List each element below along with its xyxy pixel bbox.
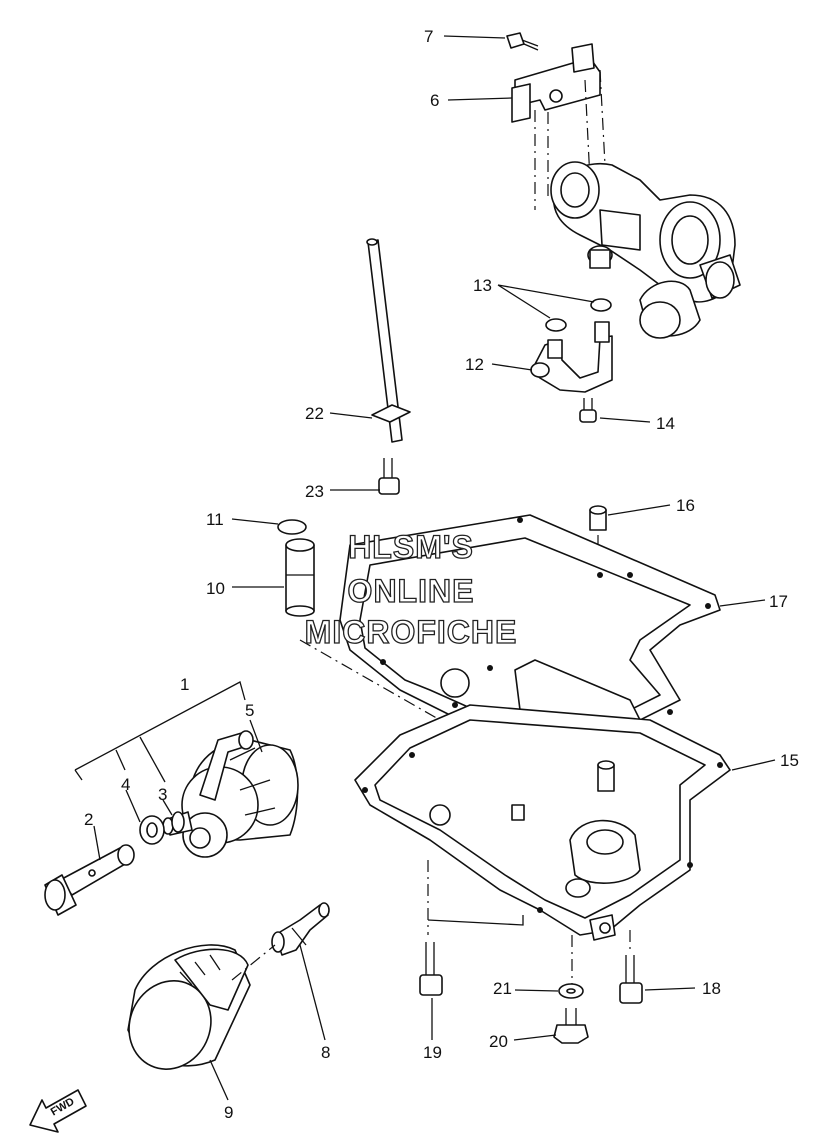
bolt-23 (378, 458, 400, 495)
callout-22: 22 (305, 404, 324, 423)
watermark-line-1: HLSM'S (348, 529, 474, 565)
o-ring-11 (277, 519, 307, 535)
oil-cooler (162, 730, 299, 858)
o-ring-3 (171, 811, 185, 833)
callout-9: 9 (224, 1103, 233, 1122)
watermark: HLSM'S ONLINE MICROFICHE (304, 528, 518, 650)
callout-6: 6 (430, 91, 439, 110)
callout-19: 19 (423, 1043, 442, 1062)
forward-direction-arrow: FWD (29, 1089, 87, 1133)
lock-washer (139, 815, 165, 845)
callout-15: 15 (780, 751, 799, 770)
watermark-line-2: ONLINE (348, 573, 475, 609)
bolt-19 (419, 942, 443, 996)
relief-valve (285, 538, 315, 617)
callout-16: 16 (676, 496, 695, 515)
leader-lines (93, 35, 776, 1101)
callout-18: 18 (702, 979, 721, 998)
oil-pipe (530, 321, 613, 393)
union-bolt (44, 844, 135, 916)
callout-8: 8 (321, 1043, 330, 1062)
callout-17: 17 (769, 592, 788, 611)
callout-11: 11 (206, 510, 224, 529)
callout-7: 7 (424, 27, 433, 46)
watermark-line-3: MICROFICHE (305, 614, 518, 650)
callout-12: 12 (465, 355, 484, 374)
callout-21: 21 (493, 979, 512, 998)
oil-pump-assembly (506, 32, 741, 339)
callout-23: 23 (305, 482, 324, 501)
callout-1: 1 (180, 675, 189, 694)
bolt-18 (619, 955, 643, 1004)
callout-labels: 7 6 13 12 14 22 23 11 10 16 17 15 18 19 … (84, 27, 799, 1122)
bolt-14 (579, 398, 597, 423)
oil-filter-fitting (271, 902, 330, 956)
drain-plug (553, 1008, 589, 1044)
oil-filter (127, 944, 251, 1070)
oil-pan-gasket (339, 514, 721, 771)
o-rings (545, 298, 612, 332)
callout-10: 10 (206, 579, 225, 598)
callout-20: 20 (489, 1032, 508, 1051)
dowel-pin (589, 505, 607, 531)
callout-14: 14 (656, 414, 675, 433)
callout-2: 2 (84, 810, 93, 829)
callout-4: 4 (121, 775, 130, 794)
oil-pan (354, 704, 731, 941)
callout-13: 13 (473, 276, 492, 295)
callout-5: 5 (245, 701, 254, 720)
callout-3: 3 (158, 785, 167, 804)
oil-strainer-pipe (366, 238, 411, 443)
